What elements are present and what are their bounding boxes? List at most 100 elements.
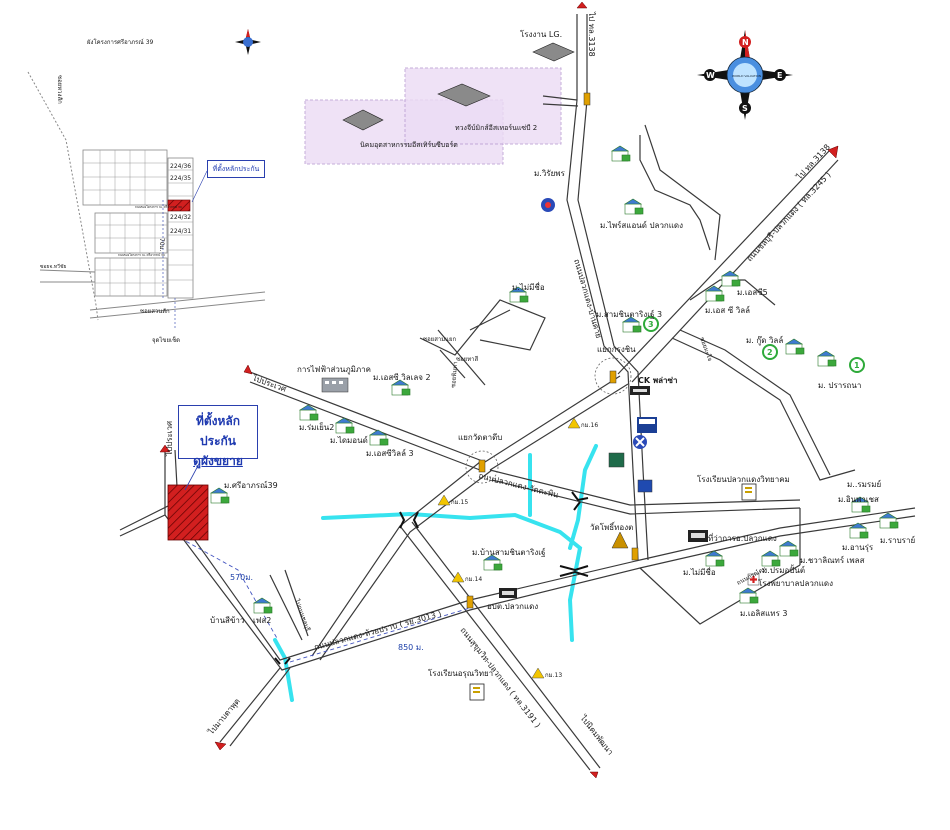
label-village-e: ม.อานรุ่ร — [842, 543, 874, 552]
road-label-small2: ซอยมะโจ — [698, 336, 714, 362]
label-village-d: ม.อินพาเชส — [838, 495, 879, 504]
road-label-3245: ถนนชลบุรี-ปลวกแดง ( ทล.3245 ) — [745, 170, 833, 263]
badge-1: 1 — [854, 361, 860, 370]
inset-road-left: ซอยจ.ทวีชัย — [40, 263, 66, 270]
label-sc-ville3: ม.เอสซีวิลล์ 3 — [366, 448, 414, 458]
label-village-a: ม.ไม่มีชื่อ — [683, 566, 716, 577]
road-label-to-nikom: ไปนิคมพัฒนา — [578, 713, 615, 757]
house-icon — [209, 145, 899, 614]
label-village-g: ม.เอลิสแทร 3 — [740, 609, 788, 618]
inset-road-bottom: ซอยสวนสัก — [140, 308, 170, 315]
inset-road-mid1: ถนนของโครงการ ณ. ศรีอาภรณ์ 39 — [135, 205, 182, 209]
road-label-to-3138: ไป ทล.3138 — [587, 11, 596, 57]
post-icon — [637, 479, 653, 493]
label-st-ville: ม.เอส ซี วิลล์ — [705, 305, 750, 315]
badge-3: 3 — [648, 320, 654, 329]
shop-icon — [630, 386, 650, 395]
inset-plan: ผังโครงการศรีอาภรณ์ 39 — [27, 29, 266, 344]
callout-line2: ดูผังขยาย — [193, 454, 243, 468]
road-label-to-map-ta: ไปมาบตาพุด — [206, 697, 242, 737]
compass-w: W — [706, 71, 715, 80]
label-sc-ville2: ม.เอสซี วิลเลจ 2 — [373, 373, 431, 382]
label-siam-rea: ม.สามชินตาริงเฐ์ 3 — [596, 309, 662, 319]
label-estate1: นิคมอุตสาหกรรมอีสเทิร์นซีบอร์ด — [360, 141, 458, 149]
road-label-3191: ถนนปลวกแดง-บ้านค่าย — [572, 258, 603, 339]
junction-circles — [465, 357, 632, 484]
label-pran: ม. ปรารถนา — [818, 381, 861, 390]
gas-station-icon — [541, 198, 555, 212]
label-obt: อบต.ปลวกแดง — [487, 602, 538, 611]
compass-globe-text: WORLD VALUATION — [732, 74, 761, 78]
label-romyen: ม.ร่มเย็น2 — [299, 422, 334, 432]
km16-label: กม.16 — [581, 422, 598, 429]
callout-line1: ที่ตั้งหลักประกัน — [195, 414, 241, 448]
label-sriaporn: ม.ศรีอาภรณ์39 — [224, 480, 278, 490]
traffic-light-icon — [466, 92, 639, 609]
label-sapphire: ม.บ้านสามชินตาริงเฐ์ — [472, 547, 545, 557]
bridge-icon — [274, 491, 589, 665]
collateral-plot — [167, 484, 209, 541]
inset-marker-callout: ที่ตั้งหลักประกัน — [207, 160, 265, 178]
distance-850: 850 ม. — [398, 643, 424, 652]
compass-n: N — [742, 38, 749, 47]
km15-label: กม.15 — [451, 499, 468, 506]
inset-lot-2: 224/35 — [170, 175, 191, 182]
distance-570: 570ม. — [230, 573, 253, 582]
inset-lot-1: 224/36 — [170, 163, 191, 170]
road-label-to-pravet2: ไปประเวศ — [165, 421, 174, 457]
km14-label: กม.14 — [465, 576, 482, 583]
inset-plot — [167, 199, 191, 212]
industrial-estates: นิคมอุตสาหกรรมอีสเทิร์นซีบอร์ด ทวงจีบ์มิ… — [304, 29, 575, 165]
badge-2: 2 — [767, 348, 773, 357]
store-icon — [637, 417, 657, 433]
road-label-pr1: ซอยสามแยก — [423, 336, 457, 343]
label-cross2: แยกกรงชิน — [597, 345, 636, 354]
label-power: การไฟฟ้าส่วนภูมิภาค — [297, 365, 371, 375]
label-district: ที่ว่าการอ.ปลวกแดง — [708, 532, 777, 543]
label-wat: วัดโพธิ์ทองต — [590, 521, 633, 532]
small-compass-icon — [235, 29, 261, 55]
label-village-b: ม.ปรมอปั้นต์ — [762, 564, 805, 575]
label-ck: CK พล่าซ่า — [638, 376, 677, 385]
inset-title: ผังโครงการศรีอาภรณ์ 39 — [87, 38, 154, 46]
road-label-small: ซอยพิมหา — [450, 361, 459, 388]
inset-lot-3: 224/32 — [170, 214, 191, 221]
label-village-f: ม.ราบราย์ — [880, 535, 915, 545]
label-school2: โรงเรียนอรุณวิทยา — [428, 668, 493, 678]
km13-label: กม.13 — [545, 672, 562, 679]
compass-rose-icon: N S W E WORLD VALUATION — [697, 30, 793, 120]
road-label-pr2: ซอยทาสี — [456, 355, 479, 363]
government-icon — [499, 588, 517, 598]
label-diamond: ม.ไดมอนด์ — [330, 435, 368, 445]
compass-e: E — [777, 71, 782, 80]
bank-icon — [608, 452, 625, 468]
label-fist2: เฟส2 — [253, 616, 271, 625]
building-icon — [321, 377, 349, 393]
label-viriyaporn: ม.วิรัยพร — [534, 169, 566, 178]
government-icon — [688, 530, 708, 542]
label-prim-ct: ม.ไพร์สแอนด์ ปลวกแดง — [600, 220, 683, 230]
km-marker-icon — [437, 417, 581, 679]
label-estate2: ทวงจีบ์มิกส์อีสเทอร์นแซ่บี 2 — [455, 124, 537, 132]
label-lg: โรงงาน LG. — [520, 29, 562, 39]
road-label-to-pravet: ไปประเวศ — [250, 373, 287, 394]
inset-lot-4: 224/31 — [170, 228, 191, 235]
inset-point-label: จุดไขยเช็ด — [152, 335, 180, 344]
direction-arrow-icon — [159, 1, 839, 779]
inset-road-mid2: ถนนของโครงการ ณ. ศรีอาภรณ์ 39 — [118, 253, 165, 257]
label-village-h: ม..รมรมย์ — [847, 479, 881, 489]
label-cross1: แยกวัดตาดีบ — [458, 433, 502, 442]
label-hospital: โรงพยาบาลปลวกแดง — [758, 578, 833, 588]
label-village-c: ม.ชวาลิณทร์ เพลส — [800, 555, 865, 565]
collateral-callout: ที่ตั้งหลักประกัน ดูผังขยาย — [178, 405, 258, 468]
hospital-icon — [747, 573, 760, 586]
factory-icon — [342, 42, 575, 131]
label-ban-sitham: บ้านสีข้าว — [210, 616, 244, 625]
label-lampiset: ม.ไม่มีชื่อ — [512, 281, 545, 292]
label-good-ville: ม. กู๊ด วิลล์ — [746, 335, 783, 346]
label-school1: โรงเรียนปลวกแดงวิทยาคม — [697, 474, 790, 484]
label-st5: ม.เอสซี5 — [737, 288, 768, 297]
inset-distance: 70ม. — [158, 238, 165, 252]
temple-icon — [611, 531, 629, 549]
